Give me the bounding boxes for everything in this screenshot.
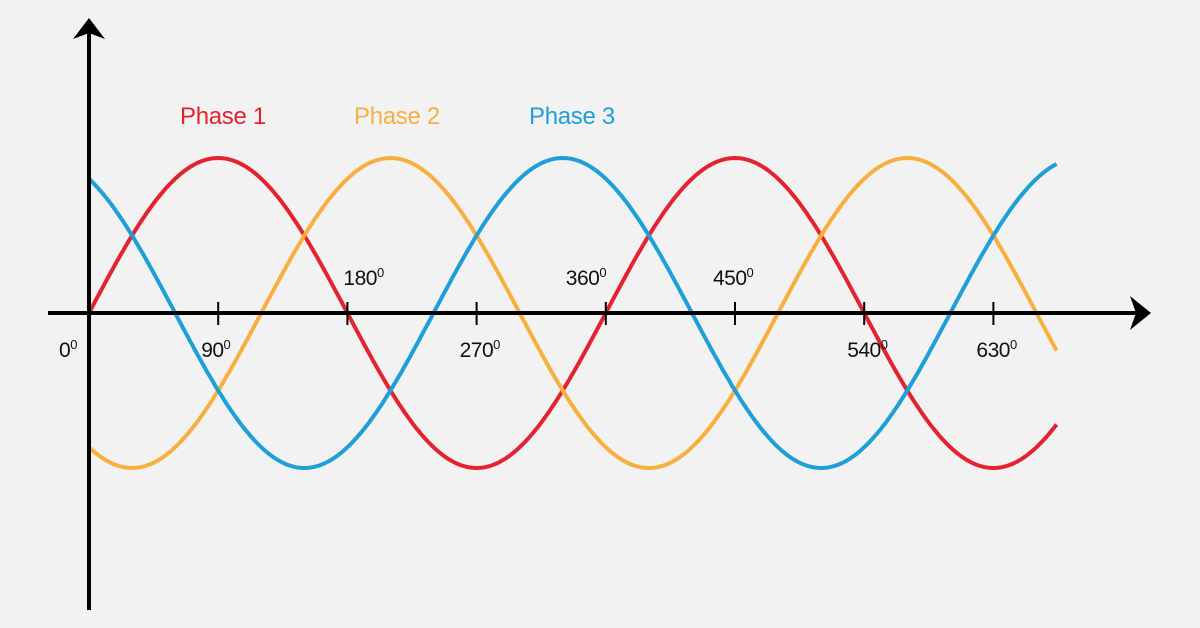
tick-label-180: 1800 <box>343 265 384 290</box>
series-phase-1 <box>87 155 1059 471</box>
x-axis <box>48 296 1151 330</box>
tick-label-0: 00 <box>59 337 77 362</box>
x-axis-arrow-icon <box>1130 296 1151 330</box>
x-axis-ticks <box>217 302 995 325</box>
legend-item-phase-1: Phase 1 <box>180 103 266 130</box>
tick-label-270: 2700 <box>459 337 501 362</box>
y-axis <box>73 18 105 610</box>
series-phase-2 <box>87 155 1059 471</box>
legend-item-phase-2: Phase 2 <box>354 103 440 130</box>
tick-label-360: 3600 <box>565 265 607 290</box>
tick-label-90: 900 <box>201 337 231 362</box>
tick-label-630: 6300 <box>976 337 1017 362</box>
y-axis-arrow-icon <box>73 18 105 39</box>
sine-curves <box>87 155 1059 471</box>
tick-label-540: 5400 <box>847 337 888 362</box>
tick-label-450: 4500 <box>713 265 754 290</box>
series-phase-3 <box>87 155 1058 471</box>
legend-item-phase-3: Phase 3 <box>529 103 615 130</box>
